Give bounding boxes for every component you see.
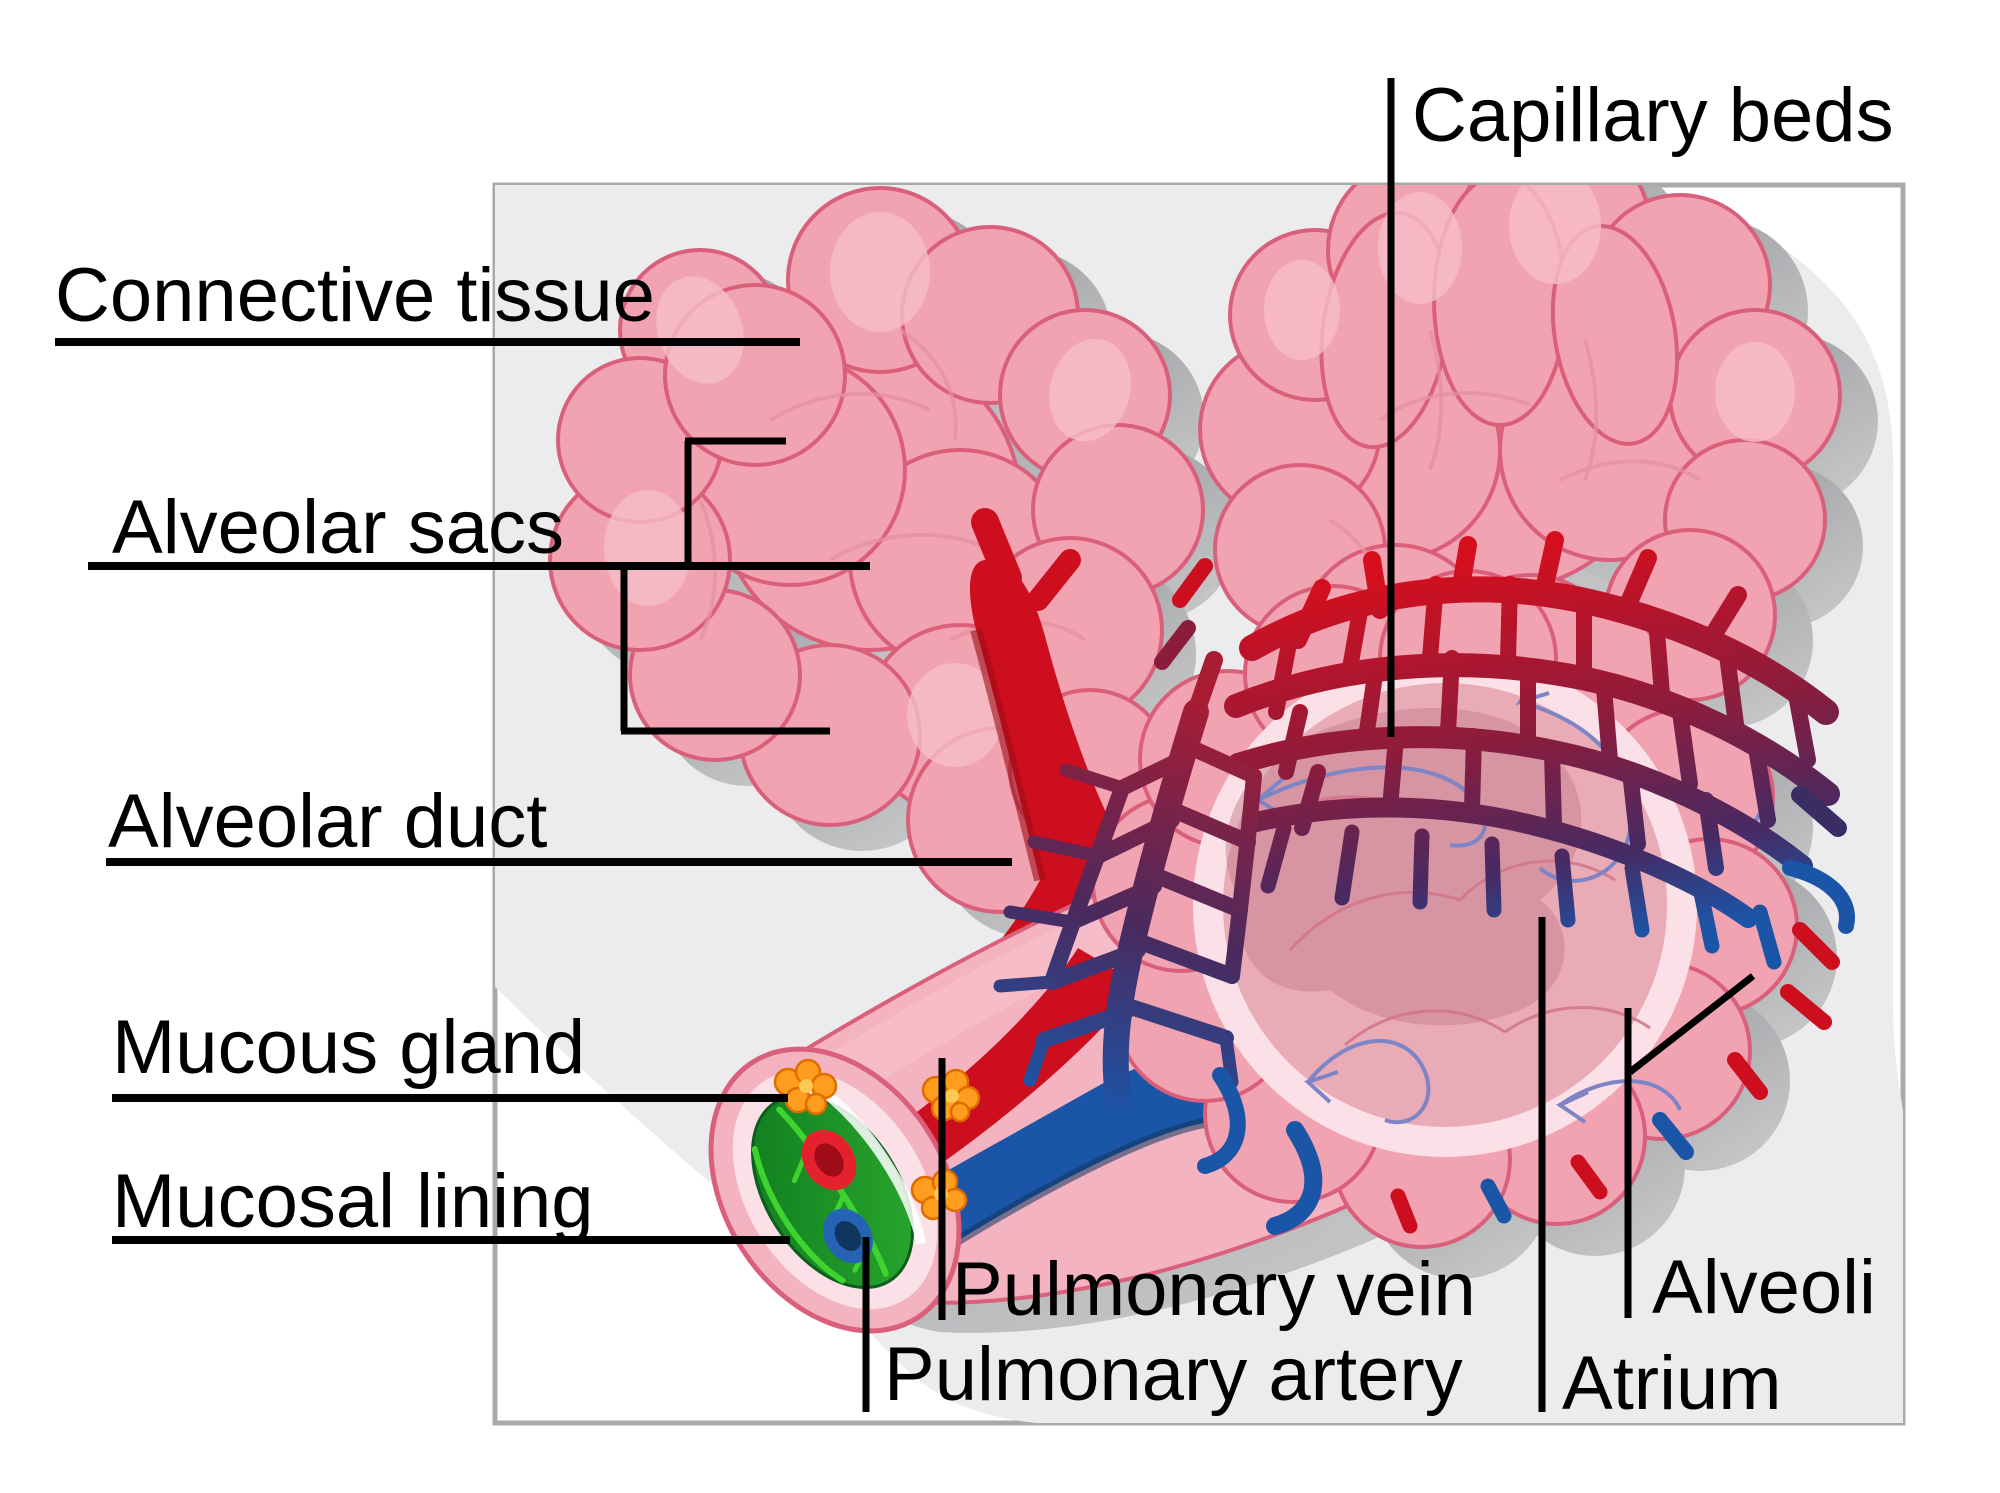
capillary-bed-mesh [1224, 531, 1840, 970]
alveolar-sacs-right-cluster [1198, 185, 1842, 757]
mucous-gland-1 [773, 1058, 838, 1116]
rim-capillary-hooks [1154, 558, 1855, 1235]
red-vessel-opening [801, 1129, 857, 1191]
alveoli-line-diagonal [1627, 973, 1756, 1075]
blue-vessel-opening [823, 1208, 873, 1264]
alveolar-sacs-left-cluster [548, 186, 1205, 914]
capillary-bed-mesh-left [993, 651, 1262, 1109]
